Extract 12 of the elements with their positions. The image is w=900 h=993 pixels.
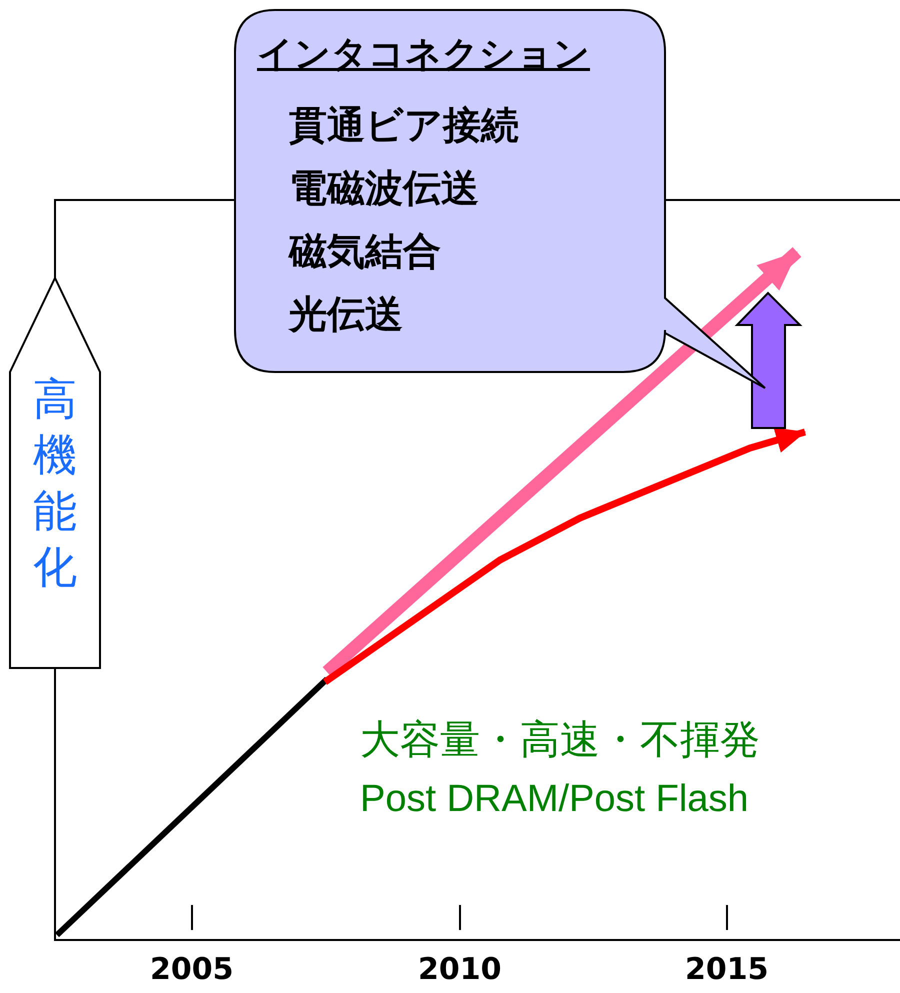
axis-title: 高機能化 — [33, 373, 78, 595]
axis-tick-label: 2005 — [150, 952, 234, 987]
annotation-text: 大容量・高速・不揮発 — [360, 716, 760, 765]
bubble-heading: インタコネクション — [257, 33, 590, 77]
up-arrow-box — [8, 276, 104, 670]
bubble-item: 光伝送 — [289, 291, 403, 338]
bubble-item: 磁気結合 — [289, 228, 441, 275]
bubble-item: 貫通ビア接続 — [289, 102, 519, 149]
axis-tick-label: 2015 — [685, 952, 768, 987]
bubble-item: 電磁波伝送 — [289, 165, 479, 212]
axis-tick-label: 2010 — [418, 952, 502, 987]
annotation-text: Post DRAM/Post Flash — [360, 778, 749, 821]
